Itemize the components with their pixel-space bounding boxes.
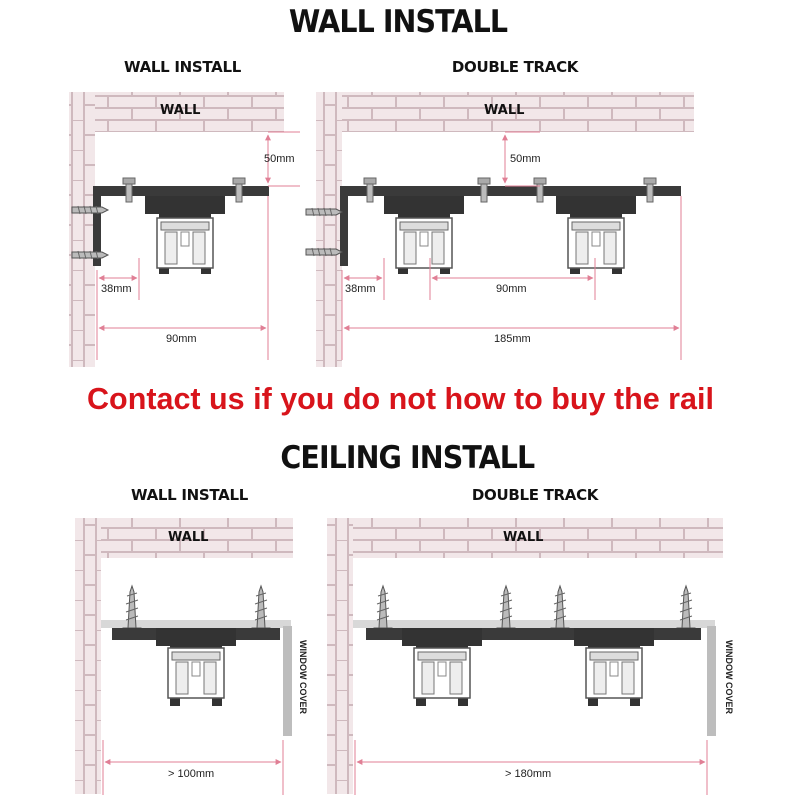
wall-install-heading: WALL INSTALL (288, 4, 508, 40)
top-right-wall-label: WALL (484, 103, 525, 118)
top-right-total-dim: 185mm (494, 333, 531, 345)
top-left-wall-label: WALL (160, 103, 201, 118)
top-left-small-dim: 38mm (101, 283, 132, 295)
bottom-left-wall-label: WALL (168, 530, 209, 545)
bottom-right-wall-label: WALL (503, 530, 544, 545)
panel-bottom-right (327, 518, 723, 795)
top-left-title: WALL INSTALL (124, 58, 241, 76)
bottom-left-window-cover: WINDOW COVER (298, 640, 308, 714)
top-left-gap-dim: 50mm (264, 153, 295, 165)
panel-top-right (305, 92, 694, 367)
ceiling-install-heading: CEILING INSTALL (280, 440, 535, 476)
top-left-total-dim: 90mm (166, 333, 197, 345)
bottom-left-total-dim: > 100mm (168, 768, 215, 780)
panel-bottom-left (75, 518, 293, 795)
top-right-gap-dim: 50mm (510, 153, 541, 165)
top-right-title: DOUBLE TRACK (451, 58, 579, 76)
bottom-right-total-dim: > 180mm (505, 768, 552, 780)
contact-message: Contact us if you do not how to buy the … (87, 382, 714, 416)
bottom-left-title: WALL INSTALL (131, 486, 248, 504)
top-right-mid-dim: 90mm (496, 283, 527, 295)
bottom-right-window-cover: WINDOW COVER (724, 640, 734, 714)
bottom-right-title: DOUBLE TRACK (471, 486, 599, 504)
top-right-small-dim: 38mm (345, 283, 376, 295)
panel-top-left (69, 92, 300, 367)
